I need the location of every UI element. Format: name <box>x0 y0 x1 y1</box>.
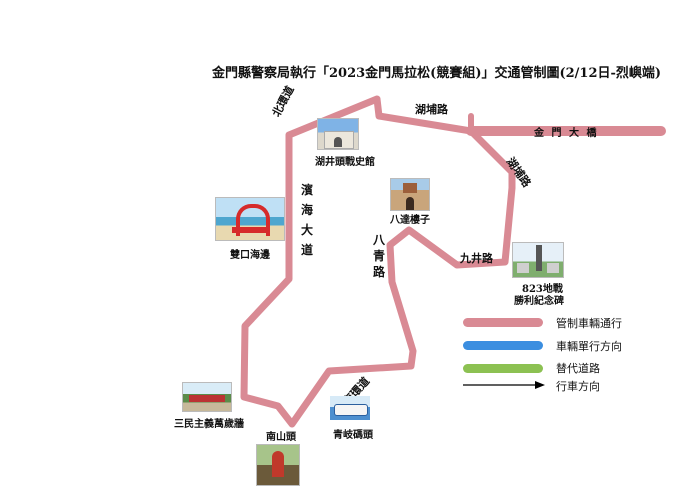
nanshantou-label: 南山頭 <box>266 432 296 443</box>
legend-alternate-line <box>463 364 543 373</box>
legend-controlled-label: 管制車輛通行 <box>556 317 622 330</box>
sanmin-wall-photo <box>182 382 232 412</box>
road-label-baqing: 八青路 <box>372 233 385 279</box>
controlled-route-main <box>240 95 516 428</box>
badazhai-label: 八達樓子 <box>390 215 430 226</box>
road-label-jiujing: 九井路 <box>460 252 493 265</box>
legend-alternate-label: 替代道路 <box>556 362 600 375</box>
victory-monument-photo <box>512 242 564 278</box>
hujingtou-museum-photo <box>317 118 359 150</box>
victory-monument-label-2: 勝利紀念碑 <box>514 296 564 307</box>
shuangkou-beach-photo <box>215 197 285 241</box>
sanmin-label: 三民主義萬歲牆 <box>174 419 244 430</box>
badazhai-photo <box>390 178 430 211</box>
hujingtou-label: 湖井頭戰史館 <box>315 157 375 168</box>
qingqi-label: 青岐碼頭 <box>333 430 373 441</box>
road-label-hupu-top: 湖埔路 <box>415 103 448 116</box>
legend-direction-arrow-icon <box>463 381 545 389</box>
page-title: 金門縣警察局執行「2023金門馬拉松(競賽組)」交通管制圖(2/12日-烈嶼端) <box>212 66 662 81</box>
road-label-binhai: 濱海大道 <box>300 183 313 257</box>
shuangkou-label: 雙口海邊 <box>230 250 270 261</box>
legend-oneway-line <box>463 341 543 350</box>
victory-monument-label-1: 823地戰 <box>522 284 563 295</box>
legend-oneway-label: 車輛單行方向 <box>556 340 622 353</box>
legend-controlled-line <box>463 318 543 327</box>
legend-direction-label: 行車方向 <box>556 380 600 393</box>
qingqi-pier-photo <box>330 396 370 420</box>
nanshantou-photo <box>256 444 300 486</box>
road-label-kinmen-bridge: 金 門 大 橋 <box>534 128 599 139</box>
